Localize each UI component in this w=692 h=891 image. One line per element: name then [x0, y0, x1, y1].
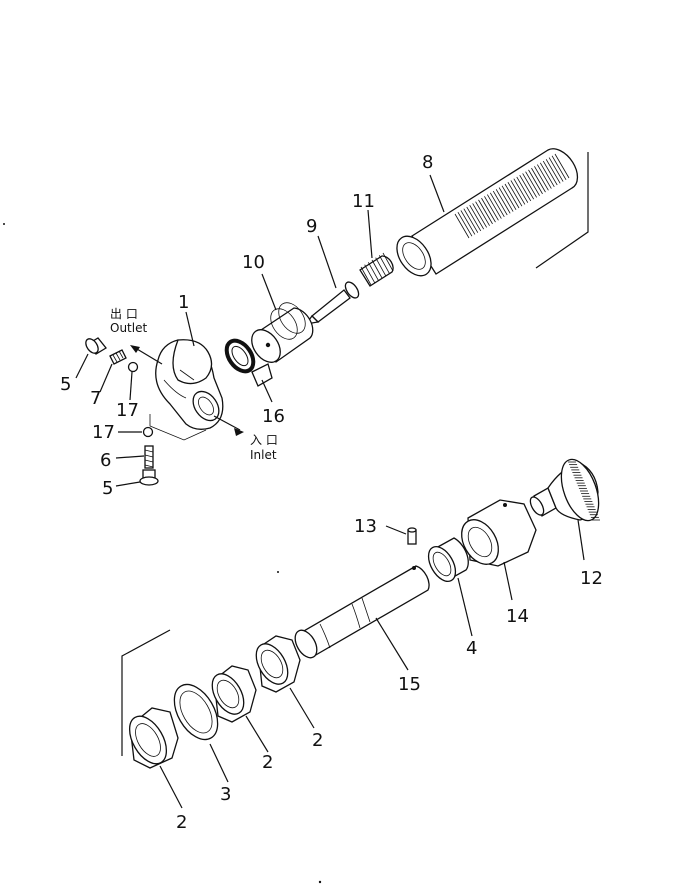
part-7-spring-small	[109, 349, 127, 365]
callout-16: 16	[262, 406, 285, 427]
callout-12: 12	[580, 568, 603, 589]
part-3-washer	[173, 683, 219, 741]
part-12-knob	[529, 458, 600, 522]
thread-line	[534, 166, 549, 191]
callout-17-lower: 17	[92, 422, 115, 443]
callout-15: 15	[398, 674, 421, 695]
frame-bracket-upper	[535, 152, 589, 269]
part-5-plug-lower	[139, 469, 159, 486]
thread-line	[378, 255, 390, 274]
thread-line	[492, 190, 508, 216]
thread-line	[548, 157, 564, 182]
part-8-threaded-tube	[396, 148, 579, 277]
callout-14: 14	[506, 606, 529, 627]
thread-line	[364, 264, 376, 283]
callout-3: 3	[220, 784, 231, 805]
inlet-label-en: Inlet	[250, 448, 277, 462]
inlet-label-jp: 入 口	[250, 433, 278, 447]
outlet-label-en: Outlet	[110, 321, 147, 335]
thread-line	[475, 201, 490, 226]
speck	[318, 880, 322, 884]
thread-line	[469, 204, 485, 230]
thread-line	[519, 174, 535, 200]
part-2-nut-c	[255, 635, 301, 693]
thread-line	[501, 185, 517, 210]
thread-line	[382, 252, 394, 272]
callout-13: 13	[354, 516, 377, 537]
part-1-valve-body	[149, 339, 224, 441]
thread-line	[510, 180, 526, 205]
thread-line	[507, 182, 523, 207]
callout-7: 7	[90, 388, 101, 409]
callout-2-c: 2	[312, 730, 323, 751]
thread-line	[542, 160, 558, 186]
part-16-o-ring	[224, 338, 273, 387]
callout-5-lower: 5	[102, 478, 113, 499]
part-15-shaft	[294, 565, 430, 659]
thread-line	[504, 183, 520, 209]
thread-line	[537, 164, 552, 189]
callout-11: 11	[352, 191, 375, 212]
thread-line	[454, 213, 470, 239]
outlet-label-jp: 出 口	[110, 307, 138, 321]
thread-line	[472, 203, 487, 228]
part-4-ring	[427, 537, 469, 582]
thread-line	[513, 178, 529, 203]
callout-4: 4	[466, 638, 477, 659]
frame-bracket-lower	[121, 629, 171, 756]
thread-line	[525, 171, 540, 196]
thread-line	[495, 189, 511, 214]
thread-line	[545, 159, 561, 184]
part-13-pin	[407, 527, 417, 545]
part-9-pin	[304, 281, 360, 325]
thread-line	[463, 208, 479, 233]
thread-line	[466, 206, 482, 232]
thread-line	[460, 210, 476, 235]
thread-line	[522, 173, 537, 198]
thread-line	[498, 187, 514, 212]
callout-8: 8	[422, 152, 433, 173]
part-11-spring	[359, 252, 394, 287]
thread-line	[539, 162, 555, 188]
thread-line	[489, 192, 505, 218]
speck	[277, 571, 279, 573]
part-2-nut-a	[128, 707, 179, 769]
thread-line	[528, 169, 543, 195]
part-17-ball-lower	[142, 426, 154, 438]
thread-line	[481, 197, 496, 223]
thread-line	[484, 196, 499, 221]
callout-2-a: 2	[176, 812, 187, 833]
speck	[3, 223, 5, 225]
thread-line	[360, 266, 372, 286]
thread-line	[371, 259, 383, 279]
thread-line	[551, 155, 567, 180]
part-17-ball-upper	[127, 361, 139, 373]
thread-line	[554, 153, 570, 179]
thread-line	[531, 167, 546, 193]
inlet-arrowhead	[234, 428, 244, 436]
part-2-nut-b	[211, 665, 257, 723]
thread-line	[516, 176, 532, 202]
callout-17-upper: 17	[116, 400, 139, 421]
part-14-nut	[461, 499, 537, 567]
thread-line	[367, 262, 379, 281]
thread-line	[457, 212, 473, 237]
outlet-arrowhead	[130, 345, 140, 353]
callout-5-upper: 5	[60, 374, 71, 395]
thread-line	[487, 194, 502, 219]
inlet-arrow	[213, 415, 241, 431]
part-10-piston	[251, 302, 314, 363]
thread-line	[375, 257, 387, 276]
thread-line	[478, 199, 493, 225]
part-5-plug-upper	[85, 337, 107, 355]
callout-10: 10	[242, 252, 265, 273]
callout-1: 1	[178, 292, 189, 313]
part-6-spring-vertical	[144, 445, 154, 469]
callout-2-b: 2	[262, 752, 273, 773]
callout-6: 6	[100, 450, 111, 471]
callout-9: 9	[306, 216, 317, 237]
